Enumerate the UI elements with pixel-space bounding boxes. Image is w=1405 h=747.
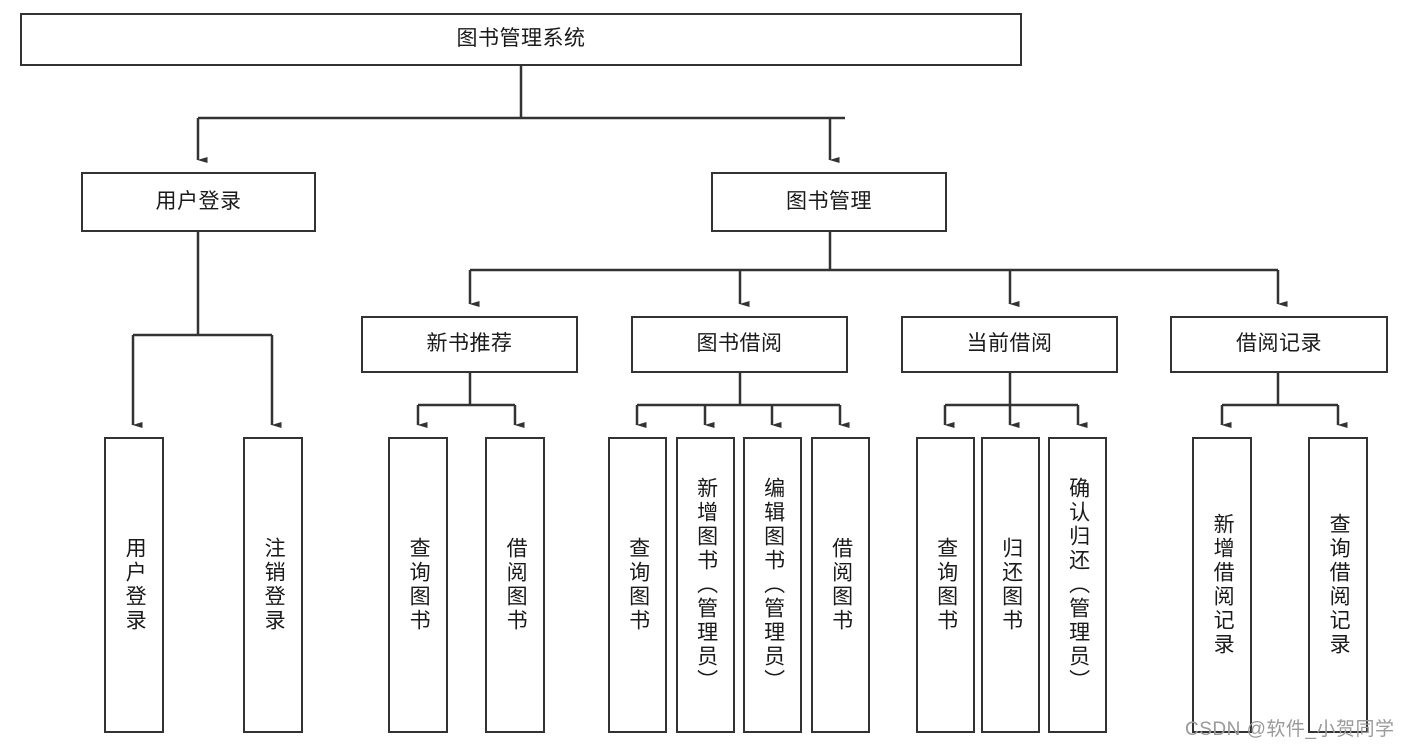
node-leaf-add-record[interactable]: 新增借阅记录 [1192, 437, 1252, 733]
node-label: 图书管理系统 [456, 27, 586, 51]
node-label: 查询借阅记录 [1327, 513, 1351, 657]
node-label: 编辑图书（管理员） [761, 477, 785, 693]
node-label: 查询图书 [407, 537, 431, 633]
node-current-borrow[interactable]: 当前借阅 [901, 316, 1118, 373]
node-leaf-borrow-book-2[interactable]: 借阅图书 [811, 437, 870, 733]
node-borrow-record[interactable]: 借阅记录 [1170, 316, 1388, 373]
node-label: 用户登录 [155, 189, 242, 213]
node-leaf-query-book-3[interactable]: 查询图书 [916, 437, 975, 733]
node-root-system[interactable]: 图书管理系统 [20, 13, 1022, 66]
node-leaf-query-record[interactable]: 查询借阅记录 [1308, 437, 1368, 733]
node-label: 当前借阅 [966, 332, 1053, 356]
node-book-borrow[interactable]: 图书借阅 [631, 316, 848, 373]
node-leaf-edit-book[interactable]: 编辑图书（管理员） [743, 437, 802, 733]
node-label: 用户登录 [123, 537, 147, 633]
node-label: 图书借阅 [696, 332, 783, 356]
node-label: 确认归还（管理员） [1066, 477, 1090, 693]
node-label: 查询图书 [934, 537, 958, 633]
node-new-book-recommend[interactable]: 新书推荐 [361, 316, 578, 373]
node-leaf-add-book[interactable]: 新增图书（管理员） [676, 437, 735, 733]
node-leaf-user-login[interactable]: 用户登录 [104, 437, 164, 733]
node-label: 借阅图书 [504, 537, 528, 633]
node-book-management[interactable]: 图书管理 [711, 172, 947, 232]
node-label: 借阅图书 [829, 537, 853, 633]
node-leaf-logout-login[interactable]: 注销登录 [243, 437, 303, 733]
node-user-login[interactable]: 用户登录 [81, 172, 316, 232]
node-leaf-borrow-book-1[interactable]: 借阅图书 [485, 437, 545, 733]
node-leaf-return-book[interactable]: 归还图书 [981, 437, 1040, 733]
node-label: 新增图书（管理员） [694, 477, 718, 693]
node-label: 注销登录 [262, 537, 286, 633]
node-leaf-query-book-1[interactable]: 查询图书 [388, 437, 448, 733]
node-label: 借阅记录 [1236, 332, 1322, 356]
node-label: 归还图书 [999, 537, 1023, 633]
node-leaf-query-book-2[interactable]: 查询图书 [608, 437, 667, 733]
node-label: 新增借阅记录 [1211, 513, 1235, 657]
node-label: 新书推荐 [426, 332, 513, 356]
node-leaf-confirm-return[interactable]: 确认归还（管理员） [1048, 437, 1107, 733]
node-label: 查询图书 [626, 537, 650, 633]
watermark: CSDN @软件_小贺同学 [1185, 719, 1395, 740]
node-label: 图书管理 [786, 189, 872, 213]
